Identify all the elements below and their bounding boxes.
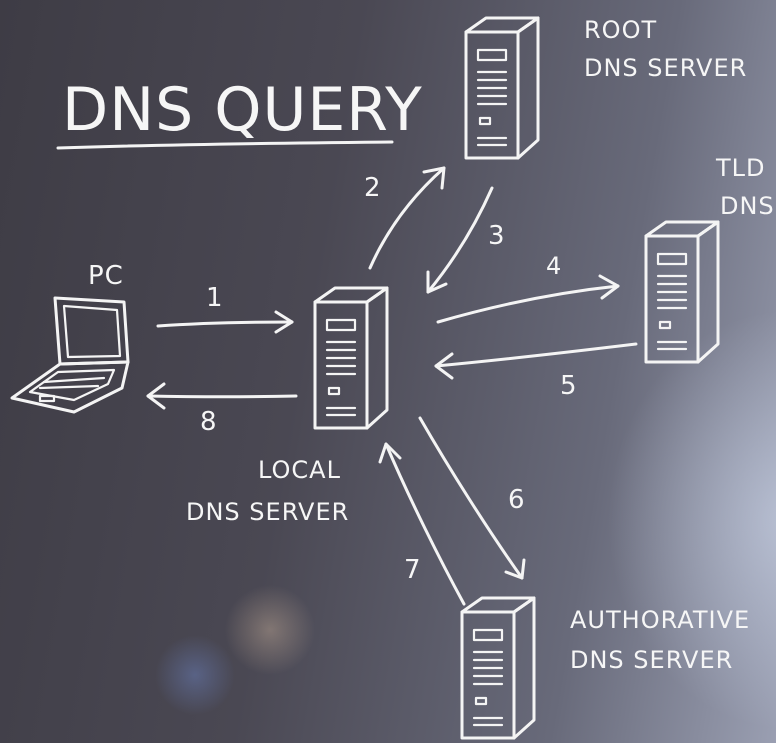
step-label-5: 5 [560,371,578,401]
step-label-4: 4 [546,252,562,280]
authoritative-label-line1: AUTHORATIVE [570,606,750,634]
step-label-8: 8 [200,407,218,437]
arrow-step-1 [156,310,294,334]
tld-label-line1: TLD [715,154,766,182]
root-label-line1: ROOT [584,16,657,44]
arrow-step-8 [146,382,298,410]
tld-dns-server-icon [644,220,720,364]
arrow-step-3 [426,186,494,294]
root-label-line2: DNS SERVER [584,54,747,82]
step-label-3: 3 [488,221,506,251]
diagram-title: DNS QUERY [62,75,423,145]
authoritative-label-line2: DNS SERVER [570,646,733,674]
pc-laptop-icon [10,296,130,414]
arrow-step-5 [434,342,638,380]
arrow-step-6 [418,416,526,580]
step-label-6: 6 [508,485,526,515]
arrow-step-2 [368,166,446,270]
step-label-2: 2 [364,173,382,203]
step-label-1: 1 [206,283,224,313]
local-dns-server-icon [313,286,389,430]
local-label-line2: DNS SERVER [186,498,349,526]
tld-label-line2: DNS [720,192,775,220]
title-underline [56,140,394,150]
arrow-step-7 [378,442,466,606]
root-dns-server-icon [464,16,540,160]
arrow-step-4 [436,274,620,324]
authoritative-dns-server-icon [460,596,536,740]
pc-label: PC [88,261,124,291]
step-label-7: 7 [404,555,422,585]
local-label-line1: LOCAL [258,456,341,484]
